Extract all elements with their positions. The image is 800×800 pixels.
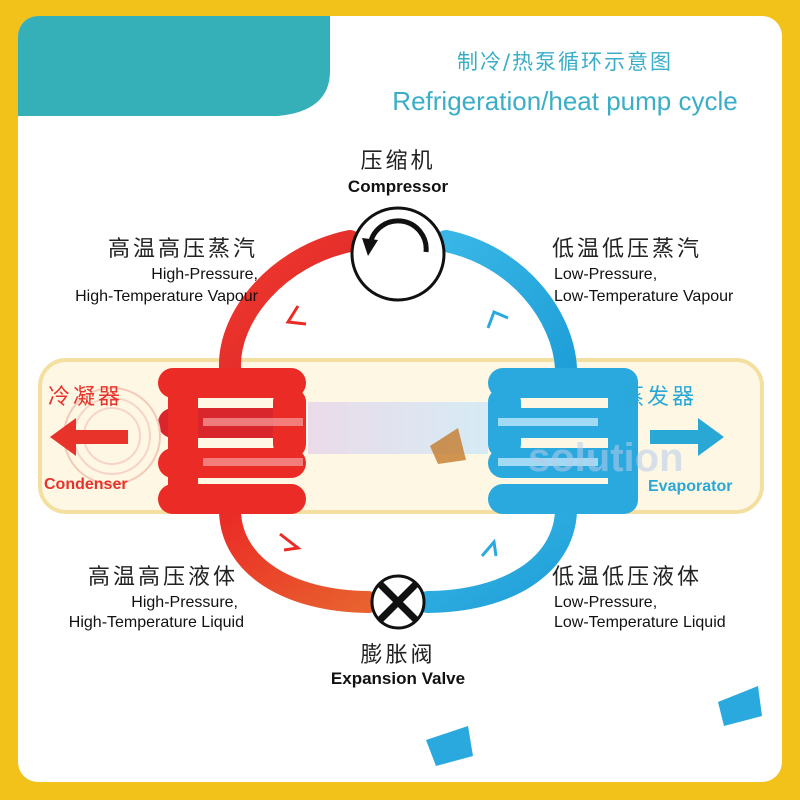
hp-ht-vapour-label-en2: High-Temperature Vapour: [75, 288, 258, 305]
hp-ht-vapour-label-en1: High-Pressure,: [151, 266, 258, 283]
pipe-cold-liquid: [417, 501, 577, 613]
compressor-label-en: Compressor: [347, 177, 449, 196]
condenser-coil: [158, 368, 306, 514]
lp-lt-vapour-label-zh: 低温低压蒸汽: [552, 237, 703, 262]
flow-arrow-icon: [285, 305, 307, 326]
flow-arrow-icon: [279, 532, 302, 552]
cycle-diagram: [38, 206, 764, 766]
expansion-valve-label-en: Expansion Valve: [330, 669, 466, 688]
evaporator-label-en: Evaporator: [648, 478, 733, 495]
compressor-icon: [350, 206, 446, 302]
pipe-cold-vapour: [435, 230, 577, 379]
hp-ht-vapour-label-zh: 高温高压蒸汽: [107, 237, 258, 262]
decor-shape: [426, 726, 473, 766]
pipe-hot-vapour: [218, 230, 361, 379]
decor-shape: [718, 686, 762, 726]
hp-ht-liquid-label-zh: 高温高压液体: [87, 565, 238, 590]
title-english: Refrigeration/heat pump cycle: [392, 86, 738, 116]
title-chinese: 制冷/热泵循环示意图: [456, 50, 674, 74]
flow-arrow-icon: [486, 310, 509, 329]
watermark: solution: [528, 436, 684, 480]
flow-arrow-icon: [480, 538, 498, 557]
valve-mark: [430, 428, 466, 464]
condenser-label-zh: 冷凝器: [48, 385, 124, 410]
lp-lt-liquid-label-en1: Low-Pressure,: [554, 594, 658, 611]
lp-lt-vapour-label-en1: Low-Pressure,: [554, 266, 658, 283]
heat-out-arrow-icon: [50, 418, 128, 456]
lp-lt-liquid-label-zh: 低温低压液体: [552, 565, 703, 590]
hp-ht-liquid-label-en1: High-Pressure,: [131, 594, 238, 611]
lp-lt-vapour-label-en2: Low-Temperature Vapour: [554, 288, 734, 305]
expansion-valve-icon: [370, 574, 426, 630]
evaporator-label-zh: 蒸发器: [622, 385, 698, 410]
lp-lt-liquid-label-en2: Low-Temperature Liquid: [554, 614, 726, 631]
heat-in-arrow-icon: [650, 418, 724, 456]
hp-ht-liquid-label-en2: High-Temperature Liquid: [68, 614, 244, 631]
pipe-hot-liquid: [219, 501, 379, 613]
teal-banner: [18, 16, 330, 116]
expansion-valve-label-zh: 膨胀阀: [360, 643, 436, 668]
condenser-label-en: Condenser: [44, 476, 128, 493]
diagram-frame: 制冷/热泵循环示意图 Refrigeration/heat pump cycle: [18, 16, 782, 782]
compressor-label-zh: 压缩机: [360, 149, 436, 174]
evaporator-coil: [488, 368, 638, 514]
